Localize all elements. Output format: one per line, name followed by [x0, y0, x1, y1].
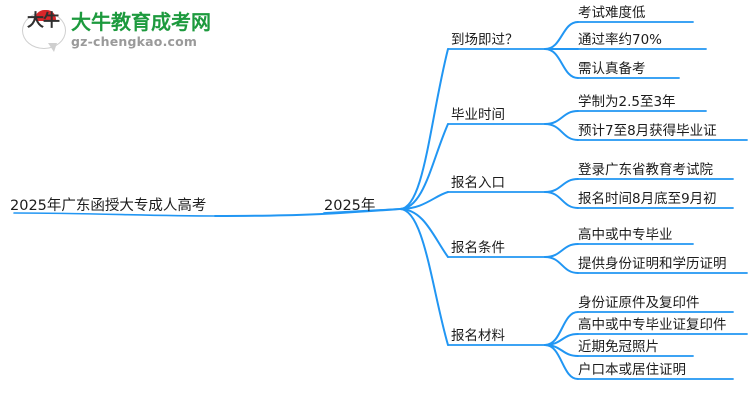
connector-l2-to-b5	[399, 208, 449, 346]
connector-b3-to-c1	[544, 178, 579, 193]
mindmap-leaf-identity-proof[interactable]: 提供身份证明和学历证明	[578, 256, 727, 272]
connector-b1-to-c3	[544, 48, 579, 79]
connector-l2-to-b4	[399, 208, 449, 258]
connector-b1-to-c1	[544, 21, 579, 50]
mindmap-leaf-residence-proof[interactable]: 户口本或居住证明	[578, 362, 686, 378]
logo-text-block: 大牛教育成考网 gz-chengkao.com	[71, 12, 211, 49]
connector-b3-to-c2	[544, 191, 579, 209]
mindmap-leaf-diploma-month[interactable]: 预计7至8月获得毕业证	[578, 123, 717, 139]
mindmap-leaf-diploma-copy[interactable]: 高中或中专毕业证复印件	[578, 317, 727, 333]
mindmap-node-2025[interactable]: 2025年	[324, 198, 376, 214]
mindmap-leaf-study-length[interactable]: 学制为2.5至3年	[578, 94, 676, 110]
mindmap-root-node[interactable]: 2025年广东函授大专成人高考	[10, 198, 207, 214]
connector-b2-to-c2	[544, 123, 579, 141]
connector-l2-to-b1	[399, 48, 449, 210]
mindmap-branch-registration-entry[interactable]: 报名入口	[451, 175, 505, 191]
logo-mark-icon: 大牛	[22, 10, 66, 52]
mindmap-leaf-registration-window[interactable]: 报名时间8月底至9月初	[578, 191, 717, 207]
mindmap-branch-exam-difficulty[interactable]: 到场即过？	[451, 32, 519, 48]
mindmap-branch-registration-materials[interactable]: 报名材料	[451, 328, 505, 344]
mindmap-leaf-pass-rate[interactable]: 通过率约70%	[578, 32, 663, 48]
red-cap-shape	[35, 10, 56, 21]
mindmap-branch-registration-requirements[interactable]: 报名条件	[451, 240, 505, 256]
mindmap-leaf-serious-preparation[interactable]: 需认真备考	[578, 61, 646, 77]
mindmap-leaf-recent-photo[interactable]: 近期免冠照片	[578, 339, 659, 355]
connector-root-spine	[13, 212, 216, 217]
logo-subtitle: gz-chengkao.com	[71, 33, 198, 49]
mindmap-branch-graduation-time[interactable]: 毕业时间	[451, 107, 505, 123]
logo-title: 大牛教育成考网	[71, 9, 211, 34]
connector-l2-underline	[323, 208, 401, 214]
mindmap-leaf-id-card-copy[interactable]: 身份证原件及复印件	[578, 295, 700, 311]
mindmap-leaf-exam-easy[interactable]: 考试难度低	[578, 5, 646, 21]
connector-b4-to-c2	[544, 256, 579, 274]
connector-l2-to-b2	[399, 123, 449, 210]
connector-b4-to-c1	[544, 243, 579, 258]
mindmap-leaf-exam-authority-site[interactable]: 登录广东省教育考试院	[578, 162, 713, 178]
connector-b2-to-c1	[544, 110, 579, 125]
site-logo: 大牛 大牛教育成考网 gz-chengkao.com	[22, 8, 211, 52]
connector-b5-to-c4	[544, 344, 579, 380]
mindmap-leaf-education-level[interactable]: 高中或中专毕业	[578, 227, 673, 243]
logo-mark-text: 大牛	[27, 11, 60, 31]
